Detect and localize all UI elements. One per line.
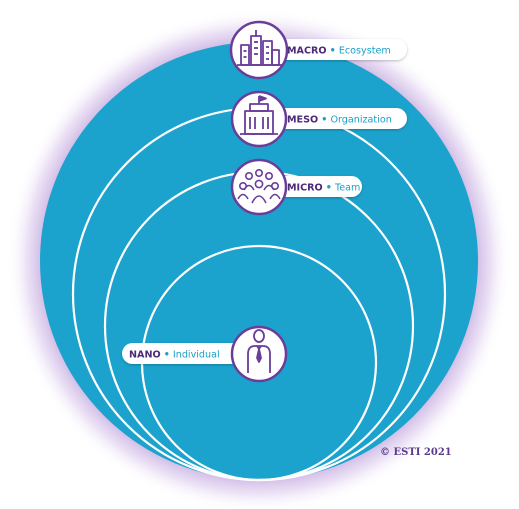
micro-level: MICRO • Team [230, 158, 362, 216]
micro-separator: • [326, 183, 332, 194]
macro-label: MACRO • Ecosystem [287, 46, 391, 57]
meso-level: MESO • Organization [230, 90, 407, 148]
meso-level-description: Organization [330, 115, 391, 126]
meso-separator: • [321, 115, 327, 126]
team-group-icon [237, 169, 281, 204]
copyright-text: © ESTI 2021 [380, 447, 452, 458]
ecosystem-circle [40, 42, 478, 480]
nano-label-pill [122, 343, 259, 364]
meso-label-pill [259, 108, 407, 129]
meso-level-name: MESO [287, 115, 318, 126]
city-buildings-icon [237, 30, 282, 66]
micro-level-description: Team [334, 183, 360, 194]
macro-level-name: MACRO [287, 46, 327, 57]
nano-label: NANO • Individual [129, 350, 220, 361]
nano-level-name: NANO [129, 350, 161, 361]
office-building-icon [240, 95, 278, 135]
macro-level-description: Ecosystem [339, 46, 391, 57]
macro-level: MACRO • Ecosystem [229, 20, 407, 80]
macro-icon-badge [229, 20, 289, 80]
micro-label: MICRO • Team [287, 183, 360, 194]
macro-separator: • [330, 46, 336, 57]
nano-level: NANO • Individual [122, 325, 288, 383]
micro-level-name: MICRO [287, 183, 323, 194]
nano-separator: • [164, 350, 170, 361]
macro-label-pill [259, 39, 407, 60]
nano-level-description: Individual [173, 350, 220, 361]
meso-label: MESO • Organization [287, 115, 392, 126]
person-icon [247, 329, 271, 373]
